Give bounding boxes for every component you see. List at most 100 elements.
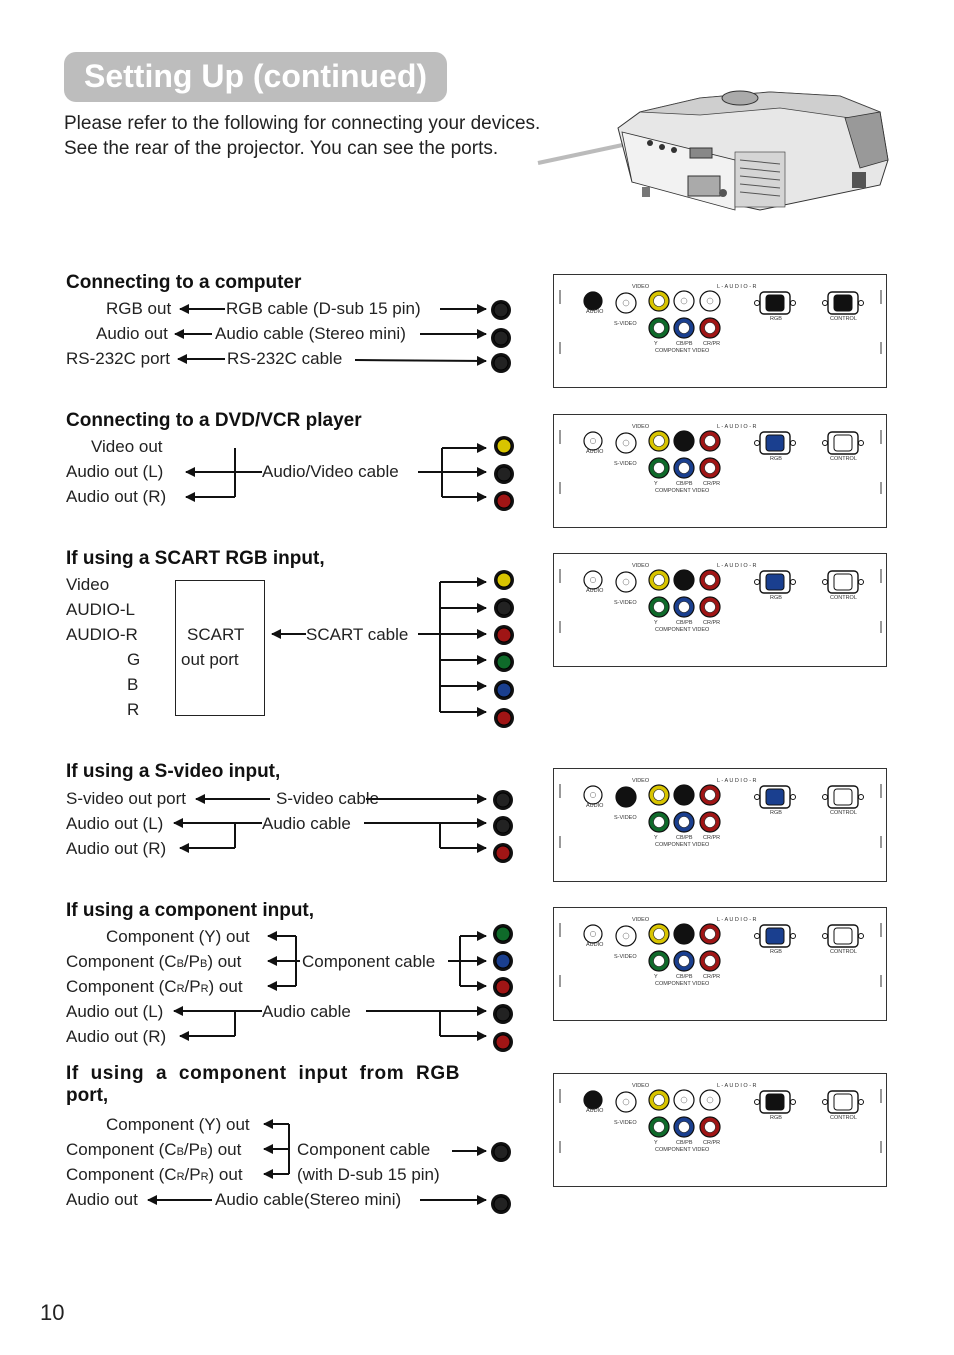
label-rgb-cable: RGB cable (D-sub 15 pin) [226,299,421,318]
label-audio-out-r: Audio out (R) [66,487,167,506]
panel-video-label: VIDEO [632,563,650,569]
panel-audio-label: AUDIO [586,588,604,594]
label-svideo-out: S-video out port [66,789,187,808]
panel-y-label: Y [654,835,658,841]
label-comp-cable: Component cable [302,952,436,971]
label-sv-audio-cable: Audio cable [262,814,351,833]
panel-y-label: Y [654,481,658,487]
label-comp-audio-r: Audio out (R) [66,1027,167,1046]
plug-comp-audio-l-icon [493,1004,513,1024]
plug-scart-b-icon [494,680,514,700]
panel-cb-label: CB/PB [676,341,693,347]
panel-control-label: CONTROL [830,810,857,816]
panel-audio-label: AUDIO [586,1108,604,1114]
panel-video-label: VIDEO [632,424,650,430]
panel-audio-lr-label: L - A U D I O - R [717,778,757,784]
label-crgb-cb: Component (CB/PB) out [66,1140,242,1159]
panel-cb-label: CB/PB [676,974,693,980]
panel-control-label: CONTROL [830,456,857,462]
label-crgb-audio-cable: Audio cable(Stereo mini) [215,1190,402,1209]
panel-y-label: Y [654,1140,658,1146]
label-crgb-cr: Component (CR/PR) out [66,1165,243,1184]
panel-y-label: Y [654,974,658,980]
label-video-out: Video out [91,437,163,456]
label-audio-out-l: Audio out (L) [66,462,164,481]
plug-comp-y-icon [493,924,513,944]
plug-crgb-audio-icon [491,1194,511,1214]
panel-audio-lr-label: L - A U D I O - R [717,284,757,290]
label-rs232c-port: RS-232C port [66,349,170,368]
panel-cr-label: CR/PR [703,620,721,626]
label-comp-cr: Component (CR/PR) out [66,977,243,996]
label-svideo-cable: S-video cable [276,789,380,808]
page-title: Setting Up (continued) [84,58,428,94]
panel-audio-label: AUDIO [586,309,604,315]
audio-l-jack [673,430,695,452]
heading-component-rgb-line1: If using a component input from RGB [66,1063,461,1084]
panel-rgb-label: RGB [770,595,782,601]
label-scart-cable: SCART cable [306,625,409,644]
panel-y-label: Y [654,620,658,626]
page-number: 10 [40,1300,65,1325]
plug-audio-icon [491,328,511,348]
plug-audio-l-icon [494,464,514,484]
label-scart-video: Video [66,575,110,594]
panel-y-label: Y [654,341,658,347]
audio-jack [583,291,603,311]
panel-component-video-label: COMPONENT VIDEO [655,842,710,848]
label-comp-audio-cable: Audio cable [262,1002,351,1021]
panel-video-label: VIDEO [632,1083,650,1089]
panel-rgb-label: RGB [770,949,782,955]
intro-line-1: Please refer to the following for connec… [64,113,541,134]
heading-dvd: Connecting to a DVD/VCR player [66,410,362,431]
label-comp-audio-l: Audio out (L) [66,1002,164,1021]
label-scart-audio-r: AUDIO-R [66,625,138,644]
plug-scart-video-icon [494,570,514,590]
arrow [354,355,487,366]
label-sv-audio-l: Audio out (L) [66,814,164,833]
label-scart-audio-l: AUDIO-L [66,600,135,619]
label-audio-out: Audio out [96,324,168,343]
panel-cb-label: CB/PB [676,481,693,487]
label-scart-g: G [127,650,141,669]
label-scart-r: R [127,700,140,719]
panel-cr-label: CR/PR [703,1140,721,1146]
panel-audio-lr-label: L - A U D I O - R [717,917,757,923]
panel-cr-label: CR/PR [703,974,721,980]
panel-control-label: CONTROL [830,595,857,601]
scart-port-box [175,580,265,716]
plug-scart-audio-r-icon [494,625,514,645]
panel-audio-label: AUDIO [586,803,604,809]
heading-component: If using a component input, [66,900,315,921]
heading-svideo: If using a S-video input, [66,761,281,782]
label-comp-cb: Component (CB/PB) out [66,952,242,971]
panel-cb-label: CB/PB [676,1140,693,1146]
page-title-banner: Setting Up (continued) [64,52,447,102]
plug-comp-cb-icon [493,951,513,971]
panel-cr-label: CR/PR [703,835,721,841]
heading-component-rgb-line2: port, [66,1085,109,1106]
audio-l-jack [673,784,695,806]
panel-audio-lr-label: L - A U D I O - R [717,563,757,569]
label-crgb-cable-b: (with D-sub 15 pin) [297,1165,440,1184]
panel-svideo-label: S-VIDEO [614,461,637,467]
label-av-cable: Audio/Video cable [262,462,399,481]
panel-video-label: VIDEO [632,917,650,923]
label-scart-box-1: SCART [187,625,245,644]
panel-cr-label: CR/PR [703,341,721,347]
label-rgb-out: RGB out [106,299,172,318]
panel-video-label: VIDEO [632,284,650,290]
panel-cb-label: CB/PB [676,835,693,841]
plug-sv-audio-l-icon [493,816,513,836]
heading-scart: If using a SCART RGB input, [66,548,325,569]
panel-cr-label: CR/PR [703,481,721,487]
label-scart-box-2: out port [181,650,239,669]
label-scart-b: B [127,675,139,694]
intro-line-2: See the rear of the projector. You can s… [64,138,499,159]
panel-control-label: CONTROL [830,1115,857,1121]
